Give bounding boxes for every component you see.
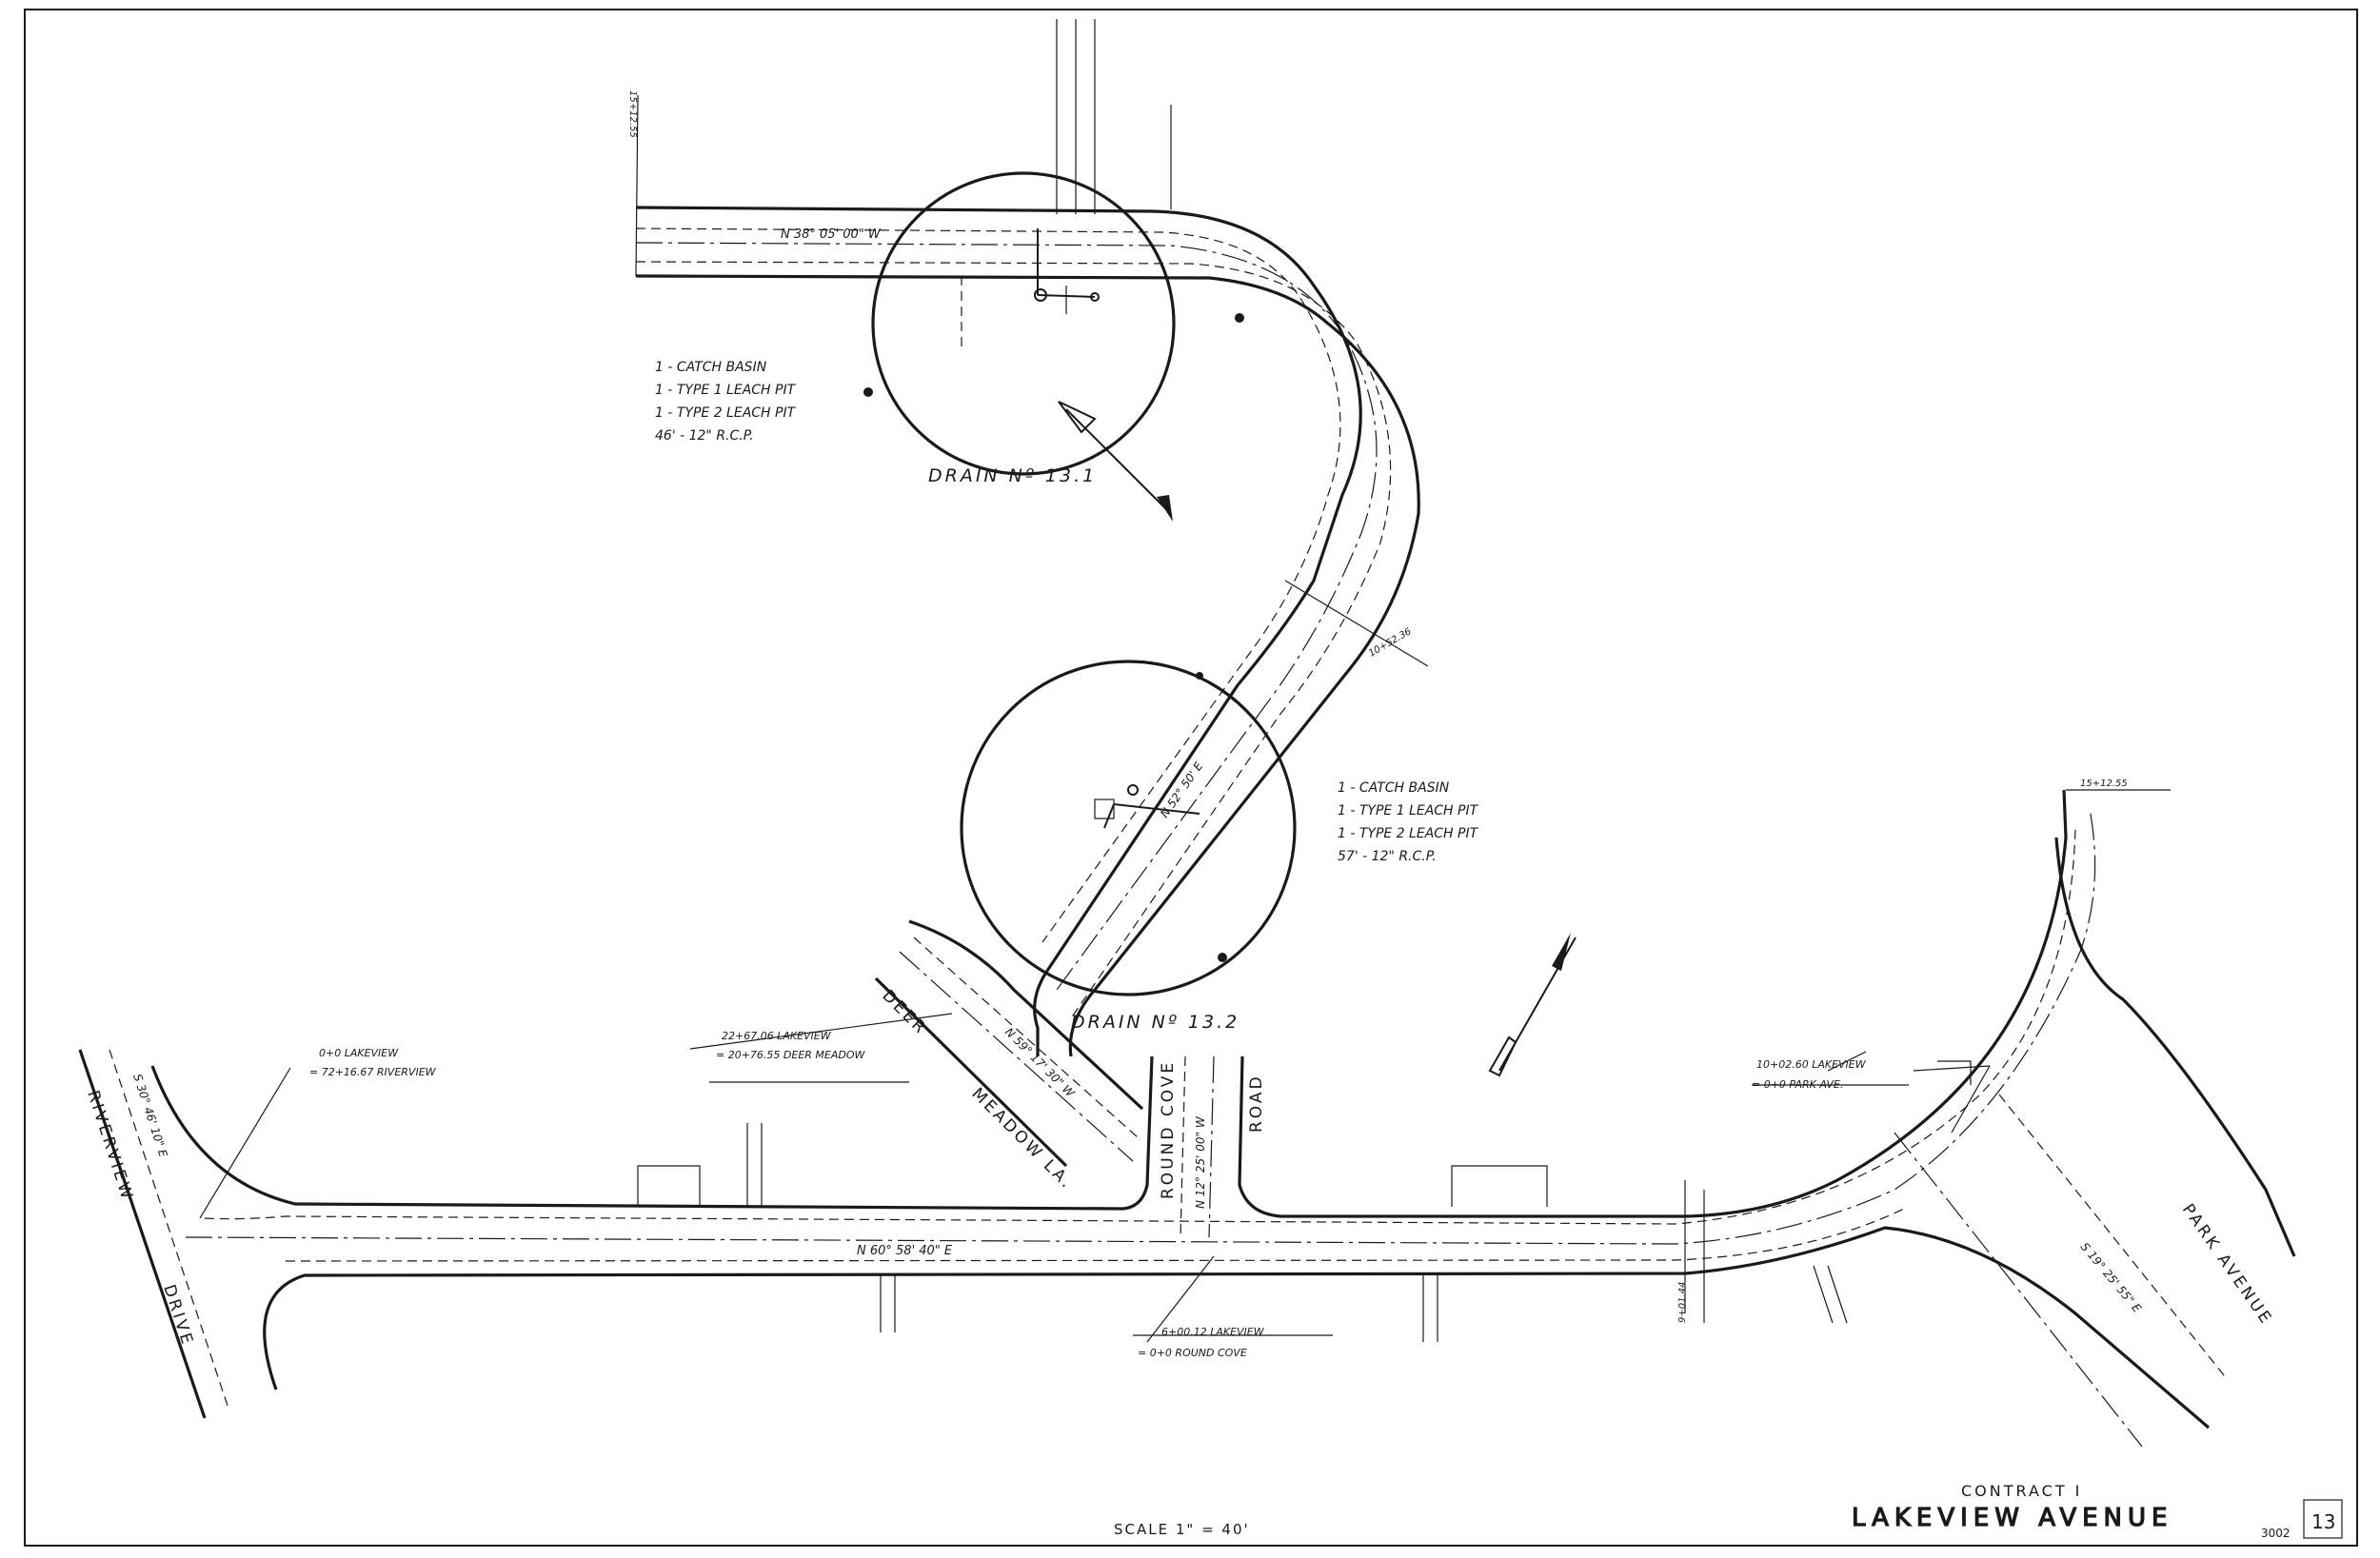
station-park-1: 10+02.60 LAKEVIEW	[1756, 1058, 1867, 1071]
scale-label: SCALE 1" = 40'	[1114, 1521, 1250, 1538]
lot-markers	[637, 1051, 1972, 1342]
station-round-cove-2: = 0+0 ROUND COVE	[1138, 1347, 1247, 1359]
station-deer-1: 22+67.06 LAKEVIEW	[722, 1030, 832, 1042]
station-top-right: 15+12.55	[2080, 779, 2128, 789]
bearing-park: S 19° 25' 55" E	[2078, 1240, 2145, 1315]
station-top-left: 15+12.55	[627, 90, 638, 138]
note-line: 57' - 12" R.C.P.	[1338, 849, 1437, 864]
station-leaders	[199, 19, 2171, 1343]
note-line: 46' - 12" R.C.P.	[655, 428, 754, 444]
manhole-marker	[1218, 953, 1227, 962]
bearing-main: N 60° 58' 40" E	[857, 1244, 953, 1258]
note-line: 1 - TYPE 1 LEACH PIT	[655, 383, 797, 398]
bearing-riverview: S 30° 46' 10" E	[130, 1073, 170, 1159]
north-arrow-icon	[1488, 933, 1577, 1077]
drain-13-2-label: DRAIN Nº 13.2	[1071, 1012, 1240, 1033]
manhole-marker	[1235, 313, 1244, 323]
manhole-marker	[1196, 672, 1203, 680]
street-road: ROAD	[1247, 1074, 1266, 1133]
sheet-title: LAKEVIEW AVENUE	[1852, 1504, 2172, 1532]
s-curve-road	[635, 206, 1420, 1168]
street-deer: DEER	[878, 986, 930, 1038]
manhole-marker	[863, 387, 873, 397]
note-line: 1 - CATCH BASIN	[1338, 780, 1450, 796]
drain-13-1-label: DRAIN Nº 13.1	[928, 465, 1097, 486]
sheet-number-box	[2303, 1499, 2343, 1539]
station-riverview-2: = 72+16.67 RIVERVIEW	[309, 1066, 437, 1078]
station-round-cove-1: 6+00.12 LAKEVIEW	[1161, 1326, 1265, 1338]
main-road	[78, 789, 2296, 1448]
sheet-number: 13	[2311, 1510, 2335, 1533]
note-line: 1 - TYPE 1 LEACH PIT	[1338, 803, 1479, 818]
contract-label: CONTRACT I	[1961, 1482, 2082, 1500]
station-curve-mid: 10+52.36	[1367, 626, 1414, 659]
drain-13-2-detail	[1094, 784, 1200, 829]
north-arrow-icon	[1058, 401, 1173, 522]
note-line: 1 - TYPE 2 LEACH PIT	[655, 405, 797, 421]
bearing-top: N 38° 05' 00" W	[781, 227, 882, 242]
note-line: 1 - TYPE 2 LEACH PIT	[1338, 826, 1479, 841]
station-bottom-mid: 9+01.44	[1677, 1282, 1688, 1323]
drain-13-1-circle	[871, 171, 1176, 476]
drain-13-1-detail	[961, 228, 1100, 347]
station-deer-2: = 20+76.55 DEER MEADOW	[716, 1049, 866, 1061]
drain-13-2-circle	[960, 660, 1297, 996]
bearing-round-cove: N 12° 25' 00" W	[1194, 1115, 1207, 1209]
street-riverview: RIVERVIEW	[83, 1088, 136, 1204]
street-drive: DRIVE	[159, 1282, 197, 1349]
street-meadow-la: MEADOW LA.	[967, 1084, 1077, 1193]
sheet-border	[24, 9, 2358, 1547]
drain-13-1-notes: 1 - CATCH BASIN 1 - TYPE 1 LEACH PIT 1 -…	[655, 360, 797, 444]
note-line: 1 - CATCH BASIN	[655, 360, 767, 375]
station-park-2: = 0+0 PARK AVE.	[1752, 1078, 1843, 1091]
street-round-cove: ROUND COVE	[1159, 1060, 1178, 1199]
street-park-avenue: PARK AVENUE	[2178, 1200, 2276, 1329]
drain-13-2-notes: 1 - CATCH BASIN 1 - TYPE 1 LEACH PIT 1 -…	[1338, 780, 1479, 864]
drawing-number: 3002	[2261, 1527, 2291, 1540]
station-riverview-1: 0+0 LAKEVIEW	[319, 1047, 399, 1059]
